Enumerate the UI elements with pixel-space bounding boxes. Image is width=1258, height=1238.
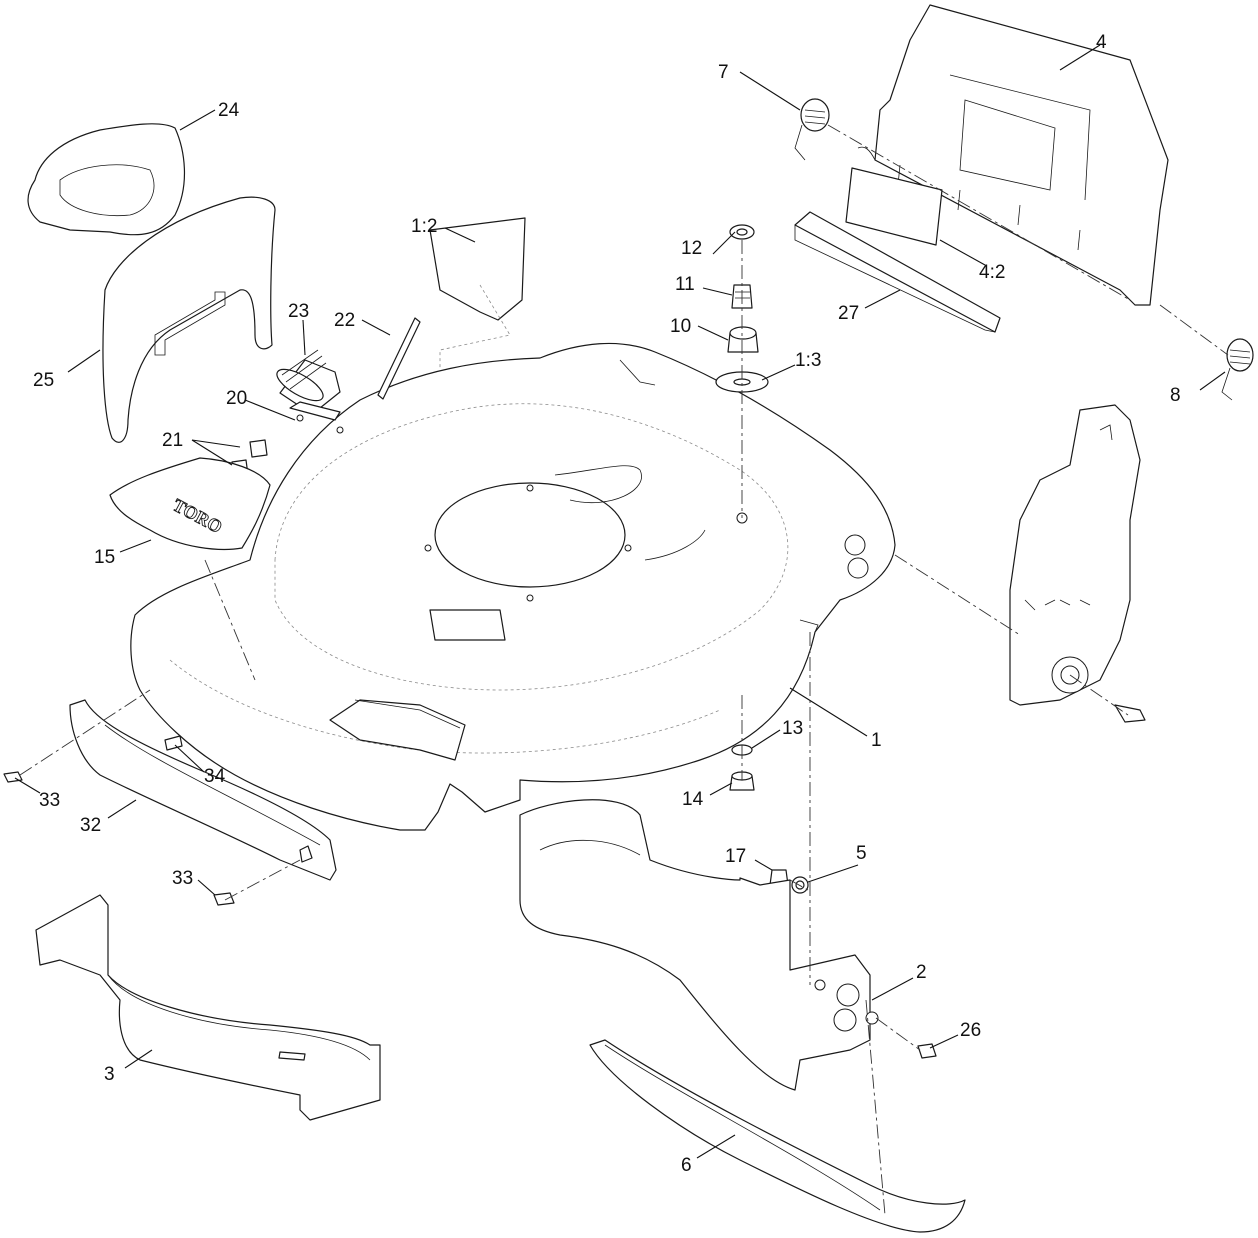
callout-3: 3 xyxy=(104,1064,115,1085)
callout-26: 26 xyxy=(960,1020,981,1041)
front-skirt-part xyxy=(69,699,337,881)
callout-14: 14 xyxy=(682,789,704,810)
seal-strip-part xyxy=(794,211,1001,333)
callout-34: 34 xyxy=(204,766,226,787)
rear-chute-part xyxy=(519,799,879,1091)
deck-plate-part xyxy=(429,217,526,370)
rear-cover-part xyxy=(102,196,276,443)
leader-lines xyxy=(14,44,1226,1159)
rear-door-part xyxy=(857,4,1169,306)
callout-5: 5 xyxy=(856,843,867,864)
callout-33-lower: 33 xyxy=(172,868,193,889)
callout-4-2: 4:2 xyxy=(979,262,1005,283)
callout-11: 11 xyxy=(675,274,695,295)
callout-1-3: 1:3 xyxy=(795,350,821,371)
callout-33-left: 33 xyxy=(39,790,60,811)
door-decal-part xyxy=(845,167,943,246)
callout-4: 4 xyxy=(1096,32,1107,53)
callout-15: 15 xyxy=(94,547,115,568)
torsion-spring-left xyxy=(794,98,830,161)
callout-labels: 24 25 20 21 15 23 22 1:2 7 4 4:2 27 8 12… xyxy=(33,32,1181,1176)
callout-2: 2 xyxy=(916,962,927,983)
callout-32: 32 xyxy=(80,815,101,836)
callout-10: 10 xyxy=(670,316,691,337)
callout-13: 13 xyxy=(782,718,803,739)
mower-deck-part xyxy=(130,342,896,831)
callout-1: 1 xyxy=(871,730,882,751)
callout-12: 12 xyxy=(681,238,702,259)
callout-17: 17 xyxy=(725,846,746,867)
callout-27: 27 xyxy=(838,303,859,324)
callout-24: 24 xyxy=(218,100,240,121)
callout-20: 20 xyxy=(226,388,247,409)
logo-plate-part: TORO xyxy=(109,457,271,550)
torsion-spring-right xyxy=(1221,338,1254,401)
spring-latch-assembly xyxy=(231,317,421,478)
side-cover-part xyxy=(27,123,185,236)
callout-23: 23 xyxy=(288,301,309,322)
height-adjust-bracket xyxy=(1009,404,1146,723)
front-bracket-part xyxy=(35,894,381,1121)
callout-22: 22 xyxy=(334,310,355,331)
callout-21: 21 xyxy=(162,430,183,451)
rear-deflector-part xyxy=(589,1039,966,1233)
screw-lower xyxy=(213,892,235,906)
callout-25: 25 xyxy=(33,370,54,391)
callout-6: 6 xyxy=(681,1155,692,1176)
assembly-lines xyxy=(19,124,1229,1216)
callout-8: 8 xyxy=(1170,385,1181,406)
callout-1-2: 1:2 xyxy=(411,216,437,237)
callout-7: 7 xyxy=(718,62,729,83)
